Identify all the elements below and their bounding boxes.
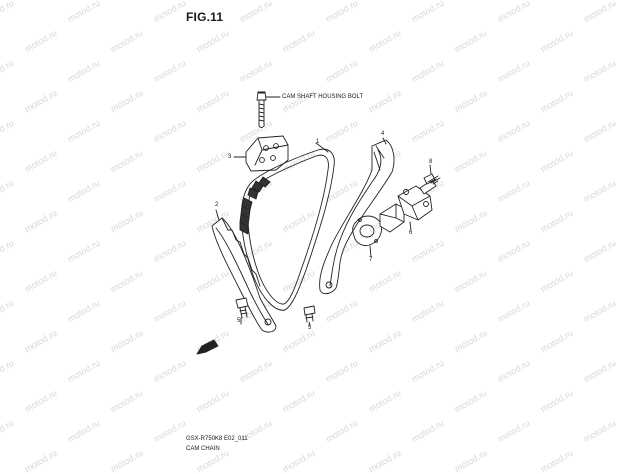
part-7-gasket [352,215,383,258]
camshaft-housing-bolt [256,91,281,128]
callout-camshaft-housing-bolt: CAM SHAFT HOUSING BOLT [282,94,364,100]
part-3-bracket [233,135,289,172]
part-5-bolt-left [235,297,249,325]
front-direction-arrow [196,339,219,355]
footer-model-code: GSX-R750K8 E02_011 [186,436,248,442]
part-4-chain-guide [319,137,395,295]
part-number-3: 3 [228,154,232,160]
part-number-7: 7 [369,257,373,263]
part-number-5-right: 5 [308,325,312,331]
part-number-6: 6 [409,230,413,236]
part-number-1: 1 [316,139,320,145]
footer-section-name: CAM CHAIN [186,446,220,452]
figure-title: FIG.11 [186,10,224,24]
part-5-bolt-right [303,305,316,327]
part-1-cam-chain [239,142,335,311]
part-number-5-left: 5 [237,318,241,324]
part-6-tensioner-adjuster [379,179,437,233]
part-number-2: 2 [215,202,219,208]
part-2-tensioner-guide [211,209,277,333]
part-8-bolt [423,164,441,185]
part-number-8: 8 [429,159,433,165]
part-number-4: 4 [381,131,385,137]
